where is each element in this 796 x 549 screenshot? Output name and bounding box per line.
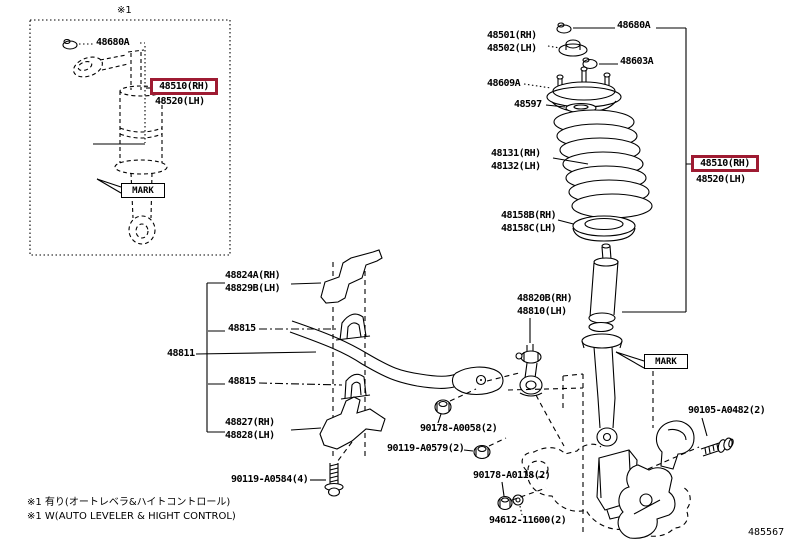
part-label-48520-inset[interactable]: 48520(LH): [155, 96, 205, 107]
part-label-48502[interactable]: 48502(LH): [487, 43, 537, 54]
part-label-90105-a0482[interactable]: 90105-A0482(2): [688, 405, 766, 416]
part-label-94612-11600[interactable]: 94612-11600(2): [489, 515, 567, 526]
part-label-90119-a0584[interactable]: 90119-A0584(4): [231, 474, 309, 485]
inset-marker: ※1: [117, 5, 132, 16]
part-label-48603a[interactable]: 48603A: [620, 56, 654, 67]
stabilizer-link-drawing: [515, 318, 543, 397]
bolt-drawing: [324, 463, 344, 497]
shock-absorber-main-drawing: [581, 243, 623, 447]
figure-code: 485567: [748, 527, 785, 538]
part-label-48829b[interactable]: 48829B(LH): [225, 283, 281, 294]
selected-part-label-48510[interactable]: 48510(RH): [691, 155, 759, 172]
lower-arm-drawing: [521, 443, 602, 472]
stabilizer-bar-drawing: [291, 320, 457, 377]
stabilizer-bracket-lower-drawing: [319, 396, 386, 450]
part-label-48158c[interactable]: 48158C(LH): [501, 223, 557, 234]
part-label-48158b[interactable]: 48158B(RH): [501, 210, 557, 221]
inset-box-art: [29, 19, 231, 256]
coil-spring-drawing: [553, 109, 653, 219]
part-label-48131[interactable]: 48131(RH): [491, 148, 541, 159]
part-label-48597[interactable]: 48597: [514, 99, 542, 110]
stabilizer-bracket-upper-drawing: [320, 249, 383, 304]
part-label-90119-a0579[interactable]: 90119-A0579(2): [387, 443, 465, 454]
part-label-48680a[interactable]: 48680A: [617, 20, 651, 31]
stabilizer-clamp-drawing: [339, 313, 367, 341]
part-label-48827[interactable]: 48827(RH): [225, 417, 275, 428]
axle-art: [507, 371, 695, 539]
part-label-48810[interactable]: 48810(LH): [517, 306, 567, 317]
part-label-48680a-inset[interactable]: 48680A: [96, 37, 130, 48]
part-label-90178-a0118[interactable]: 90178-A0118(2): [473, 470, 551, 481]
footnote-japanese: ※1 有り(オートレベラ&ハイトコントロール): [27, 497, 231, 508]
knuckle-drawing: [617, 420, 695, 539]
part-label-48520[interactable]: 48520(LH): [696, 174, 746, 185]
part-label-48815-upper[interactable]: 48815: [228, 323, 256, 334]
mark-callout: MARK: [644, 354, 688, 369]
part-label-48815-lower[interactable]: 48815: [228, 376, 256, 387]
footnote-english: ※1 W(AUTO LEVELER & HIGHT CONTROL): [27, 511, 236, 522]
part-label-48609a[interactable]: 48609A: [487, 78, 521, 89]
spring-insulator-drawing: [572, 215, 636, 242]
fastener-art: [310, 388, 734, 516]
part-label-48501[interactable]: 48501(RH): [487, 30, 537, 41]
suspension-support-drawing: [546, 66, 622, 112]
part-label-90178-a0058[interactable]: 90178-A0058(2): [420, 423, 498, 434]
part-label-48828[interactable]: 48828(LH): [225, 430, 275, 441]
stabilizer-art: [195, 249, 565, 458]
strut-assembly-art: [523, 22, 691, 447]
selected-part-label-48510-inset[interactable]: 48510(RH): [150, 78, 218, 95]
stabilizer-bushing-drawing: [344, 373, 367, 399]
bolt-drawing: [700, 437, 734, 457]
part-label-48132[interactable]: 48132(LH): [491, 161, 541, 172]
part-label-48811[interactable]: 48811: [167, 348, 195, 359]
mark-callout-inset: MARK: [121, 183, 165, 198]
part-label-48820b[interactable]: 48820B(RH): [517, 293, 573, 304]
clip-icon: [582, 58, 598, 70]
part-label-48824a[interactable]: 48824A(RH): [225, 270, 281, 281]
